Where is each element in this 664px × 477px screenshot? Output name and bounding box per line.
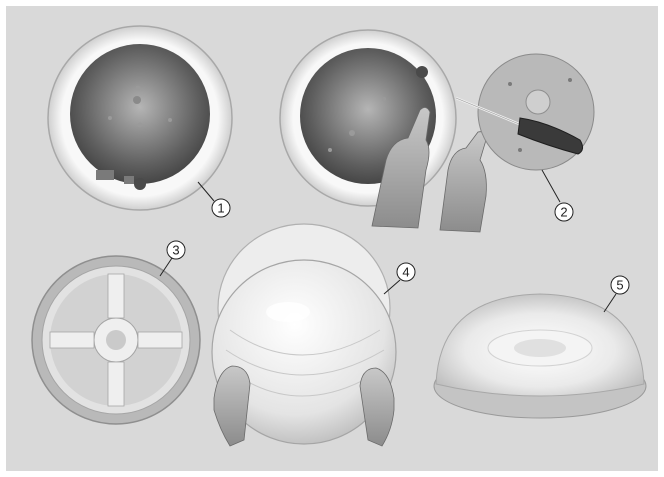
step-3-mounting-ring [32, 256, 200, 424]
callout-5-number: 5 [616, 278, 623, 293]
callout-2: 2 [555, 203, 573, 221]
callout-2-number: 2 [560, 205, 567, 220]
callout-4: 4 [397, 263, 415, 281]
callout-1: 1 [212, 199, 230, 217]
step-1-base-illustration [48, 26, 232, 210]
callout-3: 3 [167, 241, 185, 259]
callout-3-number: 3 [172, 243, 179, 258]
callout-1-number: 1 [217, 201, 224, 216]
callout-4-number: 4 [402, 265, 409, 280]
callout-5: 5 [611, 276, 629, 294]
step-2-base-illustration [280, 30, 456, 206]
